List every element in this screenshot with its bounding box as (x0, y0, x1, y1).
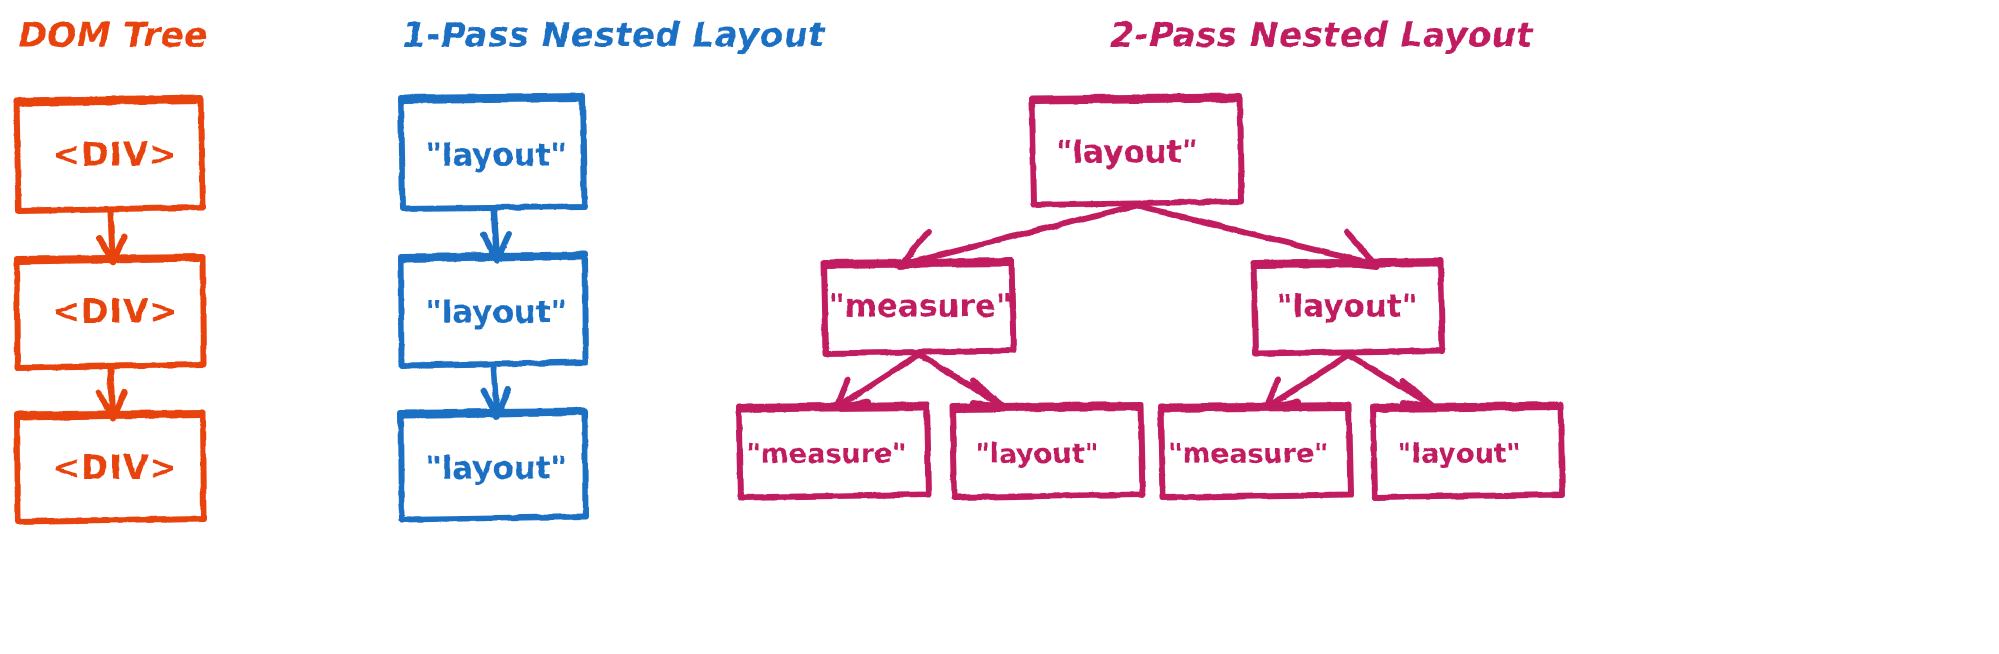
two-pass-root-label: "layout" (1056, 134, 1197, 170)
diagram-text-layer: DOM Tree 1-Pass Nested Layout 2-Pass Nes… (18, 15, 1534, 486)
one-pass-arrow-2 (490, 363, 499, 415)
one-pass-graphics (397, 92, 588, 522)
dom-node-3-label: <DIV> (52, 447, 178, 486)
column-title-dom-tree: DOM Tree (18, 15, 207, 55)
two-pass-leaf-3-label: "measure" (1168, 438, 1328, 469)
one-pass-node-1-frame (397, 92, 587, 211)
dom-arrow-2 (107, 365, 115, 417)
dom-node-2-label: <DIV> (52, 291, 178, 330)
two-pass-mid-right-label: "layout" (1276, 288, 1417, 324)
two-pass-graphics (735, 93, 1565, 500)
column-title-two-pass: 2-Pass Nested Layout (1110, 15, 1534, 55)
column-title-one-pass: 1-Pass Nested Layout (402, 15, 826, 55)
two-pass-edge-midleft-leaf1 (837, 351, 921, 407)
two-pass-leaf-4-label: "layout" (1397, 438, 1520, 469)
dom-tree-graphics (13, 94, 206, 524)
two-pass-leaf-4-frame (1369, 401, 1565, 500)
two-pass-mid-left-frame (820, 257, 1016, 356)
one-pass-arrow-1 (490, 206, 499, 259)
dom-node-1-label: <DIV> (52, 134, 178, 173)
two-pass-leaf-1-label: "measure" (746, 438, 906, 469)
two-pass-leaf-2-frame (949, 401, 1145, 500)
two-pass-root-frame (1028, 93, 1244, 207)
two-pass-edge-root-midright (1133, 202, 1375, 266)
two-pass-edge-root-midleft (900, 202, 1139, 266)
one-pass-node-1-label: "layout" (425, 137, 566, 173)
one-pass-node-2-label: "layout" (425, 294, 566, 330)
two-pass-leaf-2-label: "layout" (975, 438, 1098, 469)
two-pass-edge-midright-leaf3 (1267, 351, 1351, 407)
one-pass-node-3-label: "layout" (425, 450, 566, 486)
two-pass-mid-left-label: "measure" (828, 288, 1011, 324)
two-pass-mid-right-frame (1250, 257, 1445, 356)
dom-arrow-1 (107, 208, 115, 261)
two-pass-leaf-1-frame (735, 401, 931, 500)
two-pass-leaf-3-frame (1157, 401, 1353, 500)
